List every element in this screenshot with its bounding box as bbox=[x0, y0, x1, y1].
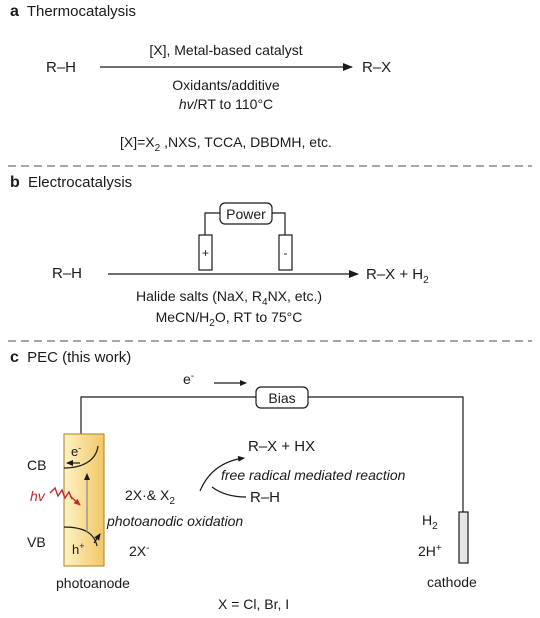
halide-ion-label: 2X- bbox=[129, 543, 149, 559]
panel-b-letter: b bbox=[10, 174, 20, 191]
panel-c-title: PEC (this work) bbox=[27, 349, 131, 366]
panel-a: a Thermocatalysis R–H R–X [X], Metal-bas… bbox=[10, 3, 391, 154]
panel-b-salts-b: NX, etc.) bbox=[268, 288, 322, 304]
panel-a-reactant: R–H bbox=[46, 59, 76, 76]
panel-b-salts-subscript: 4 bbox=[262, 297, 268, 308]
panel-b-solvent-a: MeCN/H bbox=[156, 309, 210, 325]
halogen-definition: X = Cl, Br, I bbox=[218, 596, 289, 612]
vb-label: VB bbox=[27, 534, 46, 550]
h2-label-h: H bbox=[422, 512, 432, 528]
anode-sign: + bbox=[202, 246, 209, 260]
h2-label-subscript: 2 bbox=[432, 521, 438, 532]
bias-box bbox=[255, 386, 309, 409]
panel-a-catalyst-label: [X], Metal-based catalyst bbox=[149, 42, 302, 58]
panel-a-reagents: [X]=X2 ,NXS, TCCA, DBDMH, etc. bbox=[120, 134, 332, 154]
band-electron-e: e bbox=[71, 444, 78, 459]
radical-reaction-arrow bbox=[199, 455, 245, 492]
panel-b-solvent-label: MeCN/H2O, RT to 75°C bbox=[156, 309, 303, 329]
panel-a-reagents-subscript: 2 bbox=[155, 143, 161, 154]
panel-c: c PEC (this work) Bias e- e- h+ CB VB ph… bbox=[10, 349, 477, 612]
cathode-electrode bbox=[278, 234, 293, 271]
radical-species-a: 2X·& X bbox=[125, 487, 170, 503]
bias-label: Bias bbox=[268, 390, 295, 406]
cb-label: CB bbox=[27, 457, 46, 473]
panel-a-hv: hv bbox=[179, 96, 195, 112]
halide-ion-sup: - bbox=[146, 543, 149, 554]
band-electron: e- bbox=[71, 443, 81, 459]
electron-flow-e: e bbox=[183, 371, 191, 387]
cathode-label: cathode bbox=[427, 574, 477, 590]
panel-b-salts-label: Halide salts (NaX, R4NX, etc.) bbox=[136, 288, 322, 308]
cathode-sign: - bbox=[284, 246, 288, 260]
panel-c-letter: c bbox=[10, 349, 19, 366]
panel-b-reactant: R–H bbox=[52, 265, 82, 282]
radical-species-subscript: 2 bbox=[169, 496, 175, 507]
radical-species: 2X·& X2 bbox=[125, 487, 175, 507]
substrate-feed-curve bbox=[211, 486, 247, 498]
panel-b-salts-a: Halide salts (NaX, R bbox=[136, 288, 262, 304]
photoanode-electrode bbox=[63, 433, 105, 567]
panel-a-product: R–X bbox=[362, 59, 391, 76]
panel-b-product-main: R–X + H bbox=[366, 266, 423, 283]
substrate-label: R–H bbox=[250, 489, 280, 506]
power-label: Power bbox=[226, 206, 266, 222]
product-line: R–X + HX bbox=[248, 438, 315, 455]
hv-label: hv bbox=[30, 488, 46, 504]
panel-b-product-subscript: 2 bbox=[423, 275, 429, 286]
panel-a-oxidants-label: Oxidants/additive bbox=[172, 77, 280, 93]
electron-flow-label: e- bbox=[183, 371, 194, 387]
photoanode-label: photoanode bbox=[56, 575, 130, 591]
h2-label: H2 bbox=[422, 512, 438, 532]
halide-ion-a: 2X bbox=[129, 543, 147, 559]
protons-label-sup: + bbox=[436, 543, 442, 554]
anode-electrode bbox=[198, 234, 213, 271]
light-arrow bbox=[69, 495, 81, 506]
panel-b-product: R–X + H2 bbox=[366, 266, 429, 286]
panel-a-letter: a bbox=[10, 3, 19, 20]
conduction-band-edge bbox=[63, 445, 99, 469]
radical-reaction-label: free radical mediated reaction bbox=[221, 467, 406, 483]
band-electron-sup: - bbox=[78, 443, 81, 453]
protons-label-main: 2H bbox=[418, 543, 436, 559]
band-hole: h+ bbox=[72, 541, 85, 557]
panel-a-reagents-prefix: [X]=X bbox=[120, 134, 155, 150]
panel-a-heading: a Thermocatalysis bbox=[10, 3, 136, 20]
band-hole-sup: + bbox=[79, 541, 84, 551]
power-box bbox=[219, 202, 273, 225]
light-wave bbox=[49, 486, 73, 500]
panel-a-temp-range: /RT to 110°C bbox=[194, 96, 274, 112]
band-hole-h: h bbox=[72, 542, 79, 557]
valence-band-edge bbox=[63, 526, 98, 547]
panel-a-reagents-suffix: ,NXS, TCCA, DBDMH, etc. bbox=[160, 134, 332, 150]
hole-transfer-arrow bbox=[93, 533, 101, 544]
panel-b-title: Electrocatalysis bbox=[28, 174, 132, 191]
panel-a-temperature-label: hv/RT to 110°C bbox=[179, 96, 273, 112]
protons-label: 2H+ bbox=[418, 543, 442, 559]
panel-b: b Electrocatalysis Power + - R–H R–X + H… bbox=[10, 174, 429, 329]
panel-b-solvent-b: O, RT to 75°C bbox=[215, 309, 303, 325]
panel-c-heading: c PEC (this work) bbox=[10, 349, 131, 366]
panel-b-heading: b Electrocatalysis bbox=[10, 174, 132, 191]
photoanodic-oxidation-label: photoanodic oxidation bbox=[106, 513, 243, 529]
panel-b-solvent-subscript: 2 bbox=[209, 318, 215, 329]
electron-flow-sup: - bbox=[191, 371, 194, 382]
cathode-rod bbox=[458, 511, 469, 564]
panel-a-title: Thermocatalysis bbox=[27, 3, 136, 20]
